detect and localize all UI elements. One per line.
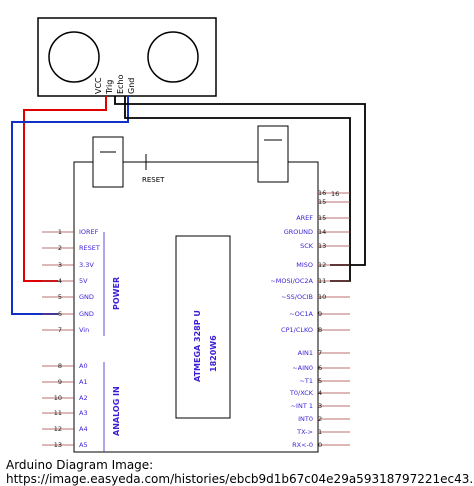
left-pin-number: 10 (54, 394, 62, 402)
left-pin-label: GND (79, 310, 94, 318)
right-pin-label: ~T1 (299, 377, 313, 385)
right-pin-label: ~INT 1 (291, 402, 313, 410)
right-pin-header: 161515AREF14GROUND13SCK12MISO11~MOSI/OC2… (270, 189, 350, 449)
right-pin-label: AIN1 (298, 349, 313, 357)
right-pin-number: 15 (318, 198, 326, 206)
chip-label-line2: 1820W6 (209, 335, 218, 372)
sensor-transducer-left (48, 31, 100, 83)
right-pin-number: 8 (318, 326, 322, 334)
left-pin-label: A2 (79, 394, 88, 402)
ultrasonic-sensor: VCC Trig Echo Gnd (37, 17, 217, 97)
right-pin-number: 9 (318, 310, 322, 318)
right-pin-label: SCK (300, 242, 314, 250)
vcc-wire (23, 96, 107, 282)
gnd-wire (11, 96, 129, 315)
left-pin-number: 2 (58, 244, 62, 252)
right-pin-label: AREF (296, 214, 313, 222)
sensor-transducer-right (147, 31, 199, 83)
right-pin-number: 6 (318, 364, 322, 372)
right-pin-number: 0 (318, 441, 322, 449)
sensor-body (37, 17, 217, 97)
right-pin-label: TX-> (296, 428, 313, 436)
left-pin-number: 1 (58, 228, 62, 236)
caption-title: Arduino Diagram Image: (6, 458, 154, 472)
right-pin-label: ~OC1A (289, 310, 313, 318)
left-pin-number: 13 (54, 441, 62, 449)
right-pin-number: 13 (318, 242, 326, 250)
left-pin-label: RESET (79, 244, 100, 252)
right-pin-number: 14 (318, 228, 326, 236)
right-pin-number-extra: 16 (331, 190, 339, 198)
power-label: POWER (112, 277, 121, 310)
arduino-board: RESET ATMEGA 328P U 1820W6 POWER ANALOG … (42, 125, 350, 453)
right-pin-label: RX<-0 (292, 441, 313, 449)
trig-wire (114, 96, 366, 266)
right-pin-number: 15 (318, 214, 326, 222)
right-pin-number: 11 (318, 277, 326, 285)
atmega-chip (175, 235, 231, 419)
right-pin-number: 5 (318, 377, 322, 385)
chip-label-line1: ATMEGA 328P U (193, 310, 202, 382)
left-pin-number: 3 (58, 261, 62, 269)
right-pin-label: INT0 (298, 415, 313, 423)
left-pin-label: 5V (79, 277, 88, 285)
left-pin-number: 11 (54, 409, 62, 417)
right-pin-number: 2 (318, 415, 322, 423)
left-pin-label: A1 (79, 378, 88, 386)
right-pin-label: CP1/CLKO (281, 326, 313, 334)
right-pin-number: 4 (318, 389, 322, 397)
caption: Arduino Diagram Image: https://image.eas… (6, 458, 474, 486)
right-pin-number: 10 (318, 293, 326, 301)
sensor-pin-echo-label: Echo (116, 74, 125, 94)
right-pin-number: 1 (318, 428, 322, 436)
left-pin-label: A3 (79, 409, 88, 417)
left-pin-number: 7 (58, 326, 62, 334)
left-pin-label: A0 (79, 362, 88, 370)
left-pin-number: 12 (54, 425, 62, 433)
left-pin-label: GND (79, 293, 94, 301)
left-pin-label: IOREF (79, 228, 99, 236)
right-pin-label: ~SS/OCIB (281, 293, 313, 301)
left-pin-label: 3.3V (79, 261, 94, 269)
right-pin-label: ~MOSI/OC2A (270, 277, 313, 285)
left-pin-number: 8 (58, 362, 62, 370)
right-pin-label: T0/XCK (289, 389, 314, 397)
right-pin-number: 16 (318, 189, 326, 197)
usb-connector (92, 136, 124, 188)
analog-label: ANALOG IN (112, 386, 121, 436)
caption-url: https://image.easyeda.com/histories/ebcb… (6, 472, 474, 486)
sensor-pin-gnd-label: Gnd (127, 78, 136, 94)
left-pin-label: Vin (79, 326, 89, 334)
power-jack (257, 125, 289, 183)
right-pin-number: 12 (318, 261, 326, 269)
sensor-pin-vcc-label: VCC (94, 77, 103, 94)
left-pin-number: 4 (58, 277, 62, 285)
right-pin-number: 3 (318, 402, 322, 410)
right-pin-label: MISO (296, 261, 313, 269)
right-pin-number: 7 (318, 349, 322, 357)
sensor-pin-trig-label: Trig (105, 80, 114, 95)
right-pin-label: ~AIN0 (292, 364, 313, 372)
left-pin-number: 6 (58, 310, 62, 318)
right-pin-label: GROUND (284, 228, 313, 236)
left-pin-number: 5 (58, 293, 62, 301)
reset-label: RESET (142, 176, 165, 184)
left-pin-number: 9 (58, 378, 62, 386)
left-pin-label: A4 (79, 425, 88, 433)
left-pin-label: A5 (79, 441, 88, 449)
